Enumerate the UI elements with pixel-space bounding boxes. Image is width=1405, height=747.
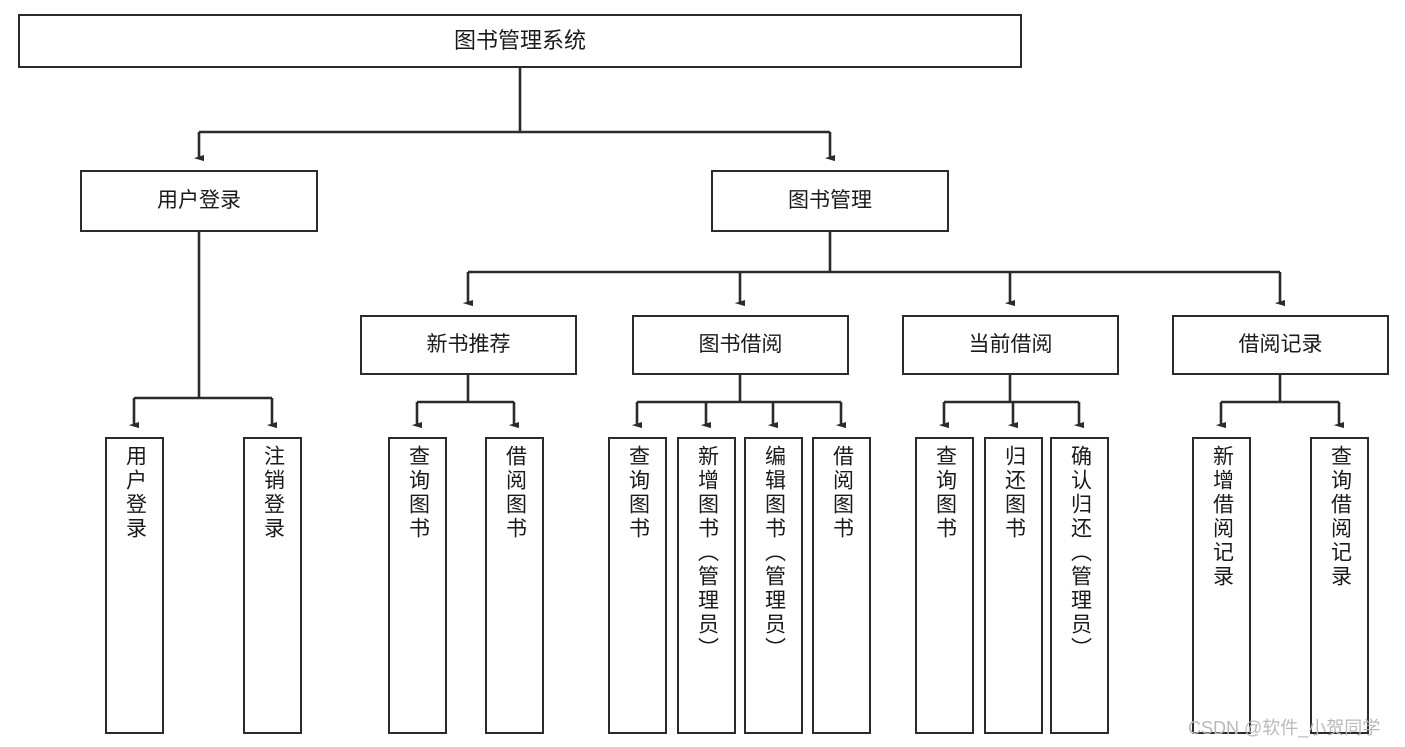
node-book-management[interactable]: 图书管理 [711,170,949,232]
leaf-new-book-borrow[interactable]: 借阅图书 [485,437,544,734]
node-label: 用户登录 [157,188,241,212]
leaf-current-borrow-return[interactable]: 归还图书 [984,437,1043,734]
node-label: 图书管理系统 [453,28,586,54]
node-label: 借阅图书 [830,445,854,541]
leaf-book-borrow-query[interactable]: 查询图书 [608,437,667,734]
node-label: 查询图书 [406,445,430,541]
node-label: 查询借阅记录 [1328,445,1352,589]
watermark-text: CSDN @软件_小贺同学 [1188,718,1381,738]
leaf-book-borrow-borrow-book[interactable]: 借阅图书 [812,437,871,734]
leaf-new-book-query[interactable]: 查询图书 [388,437,447,734]
node-label: 新增图书（管理员） [695,445,719,661]
leaf-book-borrow-add-book[interactable]: 新增图书（管理员） [677,437,736,734]
node-new-book-recommendation[interactable]: 新书推荐 [360,315,577,375]
node-label: 图书借阅 [698,332,783,356]
node-label: 借阅记录 [1238,332,1323,356]
node-borrowing-record[interactable]: 借阅记录 [1172,315,1389,375]
leaf-borrow-record-query[interactable]: 查询借阅记录 [1310,437,1369,734]
node-label: 当前借阅 [968,332,1053,356]
leaf-user-login-signin[interactable]: 用户登录 [105,437,164,734]
node-label: 新增借阅记录 [1210,445,1234,589]
leaf-book-borrow-edit-book[interactable]: 编辑图书（管理员） [744,437,803,734]
node-user-login[interactable]: 用户登录 [80,170,318,232]
node-book-borrowing[interactable]: 图书借阅 [632,315,849,375]
node-label: 查询图书 [933,445,957,541]
node-label: 编辑图书（管理员） [762,445,786,661]
leaf-borrow-record-add[interactable]: 新增借阅记录 [1192,437,1251,734]
leaf-user-login-signout[interactable]: 注销登录 [243,437,302,734]
node-root-book-management-system[interactable]: 图书管理系统 [18,14,1022,68]
node-current-borrowing[interactable]: 当前借阅 [902,315,1119,375]
node-label: 用户登录 [123,445,147,541]
leaf-current-borrow-confirm-return[interactable]: 确认归还（管理员） [1050,437,1109,734]
node-label: 确认归还（管理员） [1068,445,1092,661]
node-label: 注销登录 [261,445,285,541]
node-label: 借阅图书 [503,445,527,541]
node-label: 新书推荐 [426,332,511,356]
node-label: 查询图书 [626,445,650,541]
node-label: 图书管理 [788,188,872,212]
node-label: 归还图书 [1002,445,1026,541]
leaf-current-borrow-query[interactable]: 查询图书 [915,437,974,734]
